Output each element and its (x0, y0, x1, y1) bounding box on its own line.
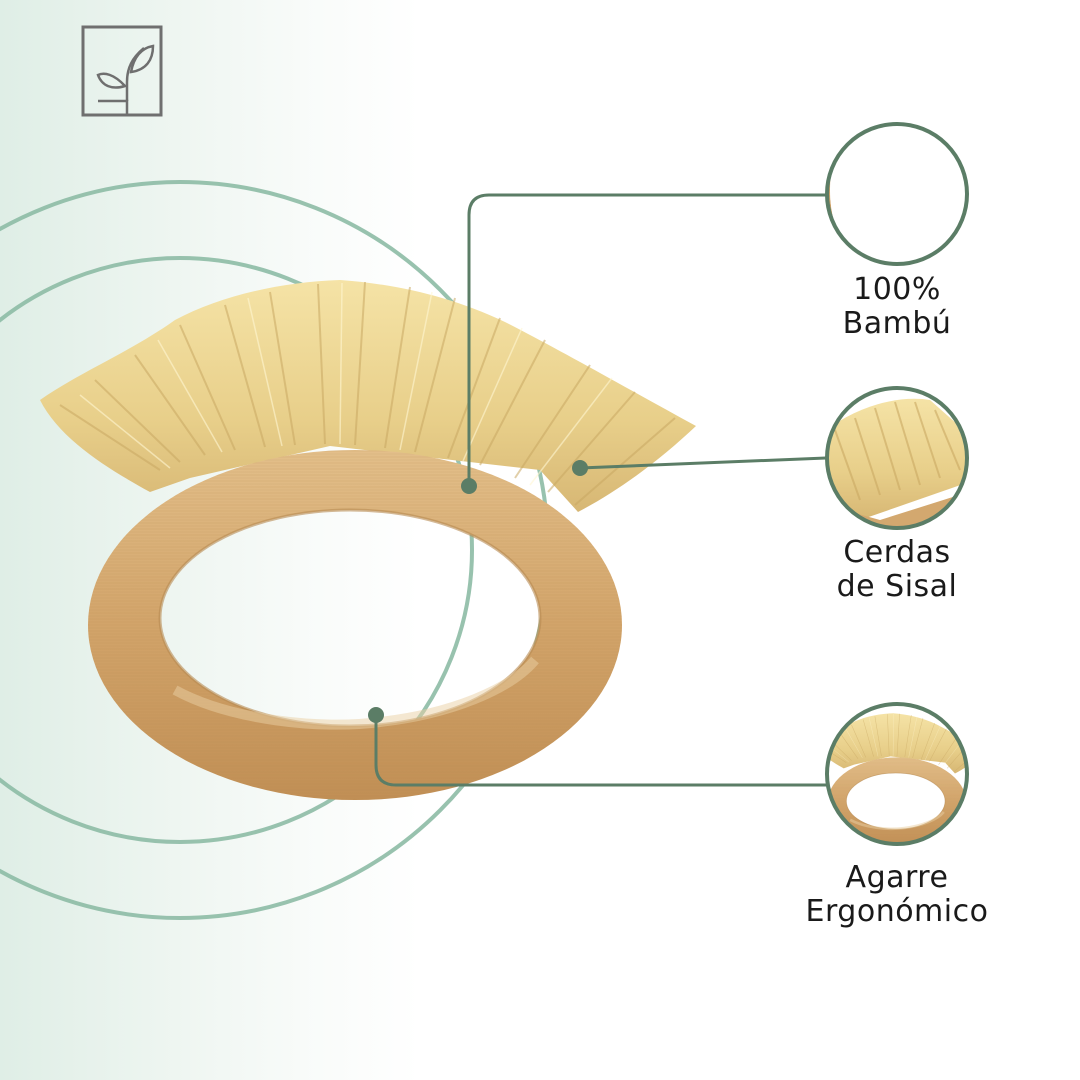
callout-line-grip (368, 707, 829, 787)
leaf-sprout-in-square-icon (81, 25, 163, 117)
feature-label-grip-line2: Ergonómico (805, 894, 989, 929)
feature-label-bristles-line1: Cerdas (843, 535, 951, 570)
feature-label-grip-line1: Agarre (845, 860, 949, 895)
feature-label-bamboo-line1: 100% (853, 272, 941, 307)
whole-brush-thumbnail (825, 702, 969, 846)
feature-label-bamboo-line2: Bambú (842, 306, 952, 341)
feature-label-bristles-line2: de Sisal (836, 569, 958, 604)
bamboo-sisal-brush-image (39, 279, 697, 800)
callout-line-bamboo (461, 193, 826, 494)
sisal-bristles-closeup-thumbnail (825, 386, 969, 530)
feature-label-grip: Agarre Ergonómico (790, 861, 1004, 929)
callout-line-bristles (572, 456, 827, 476)
feature-label-bristles: Cerdas de Sisal (797, 536, 997, 604)
feature-label-bamboo: 100% Bambú (797, 273, 997, 341)
bamboo-ring-closeup-thumbnail (825, 122, 969, 266)
decorative-ring-inner (0, 256, 474, 844)
